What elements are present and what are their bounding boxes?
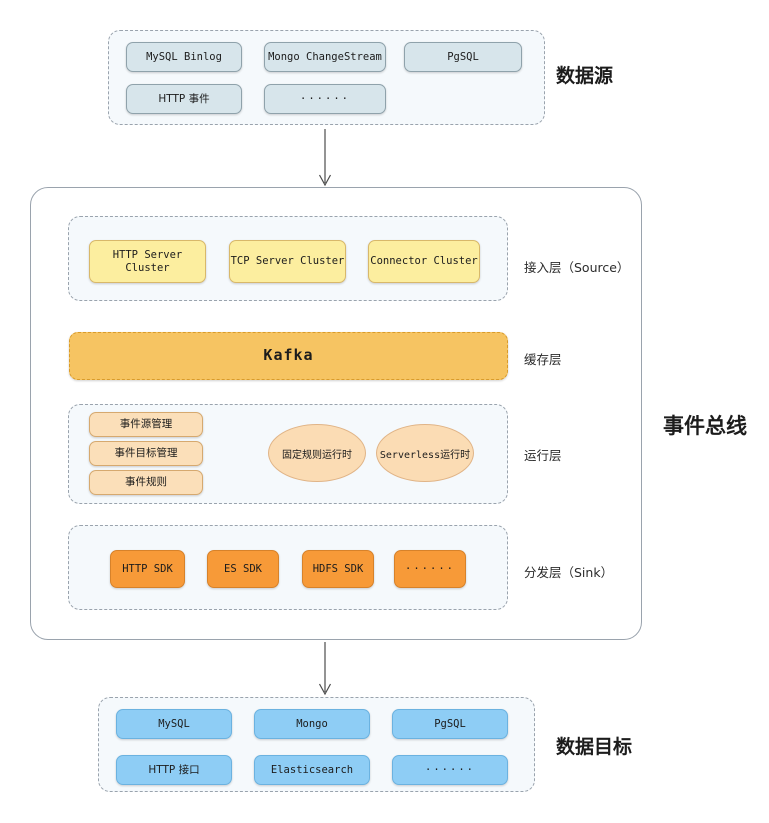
event-bus-title-text: 事件总线 xyxy=(663,414,747,438)
node-label: HTTP SDK xyxy=(122,562,173,575)
data-target-title: 数据目标 xyxy=(556,732,632,759)
flow-arrow-bus-to-target xyxy=(318,642,332,696)
node-label: 固定规则运行时 xyxy=(282,449,352,461)
runtime-item-event-target-mgmt[interactable]: 事件目标管理 xyxy=(89,441,203,466)
node-label: ······ xyxy=(425,763,475,776)
node-label: Mongo xyxy=(296,717,328,730)
node-label: ······ xyxy=(300,92,350,105)
sink-layer-label-text: 分发层（Sink） xyxy=(524,565,614,580)
sink-item-http-sdk[interactable]: HTTP SDK xyxy=(110,550,185,588)
sink-layer-label: 分发层（Sink） xyxy=(524,562,613,581)
node-label: Mongo ChangeStream xyxy=(268,50,382,63)
data-source-item-pgsql[interactable]: PgSQL xyxy=(404,42,522,72)
flow-arrow-source-to-bus xyxy=(318,129,332,187)
runtime-item-event-rule[interactable]: 事件规则 xyxy=(89,470,203,495)
node-label: MySQL xyxy=(158,717,190,730)
node-label: PgSQL xyxy=(447,50,479,63)
runtime-layer-label: 运行层 xyxy=(524,445,562,464)
runtime-ellipse-fixed-rule-runtime[interactable]: 固定规则运行时 xyxy=(268,424,366,482)
node-label: ······ xyxy=(405,562,455,575)
ingress-layer-label: 接入层（Source） xyxy=(524,257,629,276)
ingress-item-tcp-server-cluster[interactable]: TCP Server Cluster xyxy=(229,240,346,283)
node-label: Serverless运行时 xyxy=(379,449,471,461)
runtime-ellipse-serverless-runtime[interactable]: Serverless运行时 xyxy=(376,424,474,482)
runtime-layer-label-text: 运行层 xyxy=(524,448,562,463)
data-source-item-mongo-changestream[interactable]: Mongo ChangeStream xyxy=(264,42,386,72)
node-label: HTTP Server Cluster xyxy=(112,249,183,274)
cache-layer-label: 缓存层 xyxy=(524,349,562,368)
cache-layer-label-text: 缓存层 xyxy=(524,352,562,367)
data-source-item-more[interactable]: ······ xyxy=(264,84,386,114)
data-source-title-text: 数据源 xyxy=(556,65,614,87)
node-label: HTTP 接口 xyxy=(148,763,200,776)
runtime-item-event-source-mgmt[interactable]: 事件源管理 xyxy=(89,412,203,437)
data-source-item-http-event[interactable]: HTTP 事件 xyxy=(126,84,242,114)
ingress-layer-label-text: 接入层（Source） xyxy=(524,260,630,275)
sink-item-more[interactable]: ······ xyxy=(394,550,466,588)
node-label: 事件规则 xyxy=(125,476,167,489)
data-source-item-mysql-binlog[interactable]: MySQL Binlog xyxy=(126,42,242,72)
node-label: HTTP 事件 xyxy=(158,92,210,105)
node-label: 事件目标管理 xyxy=(114,447,178,460)
data-target-item-more[interactable]: ······ xyxy=(392,755,508,785)
data-target-item-http-interface[interactable]: HTTP 接口 xyxy=(116,755,232,785)
data-source-title: 数据源 xyxy=(556,61,613,88)
node-label: ES SDK xyxy=(224,562,262,575)
data-target-item-elasticsearch[interactable]: Elasticsearch xyxy=(254,755,370,785)
data-target-title-text: 数据目标 xyxy=(556,736,633,758)
node-label: TCP Server Cluster xyxy=(230,255,345,268)
node-label: Connector Cluster xyxy=(370,255,478,268)
node-label: Elasticsearch xyxy=(270,763,354,776)
node-label: PgSQL xyxy=(434,717,466,730)
sink-item-es-sdk[interactable]: ES SDK xyxy=(207,550,279,588)
sink-item-hdfs-sdk[interactable]: HDFS SDK xyxy=(302,550,374,588)
node-label: MySQL Binlog xyxy=(146,50,222,63)
data-target-item-pgsql[interactable]: PgSQL xyxy=(392,709,508,739)
data-target-item-mysql[interactable]: MySQL xyxy=(116,709,232,739)
node-label: HDFS SDK xyxy=(312,562,364,575)
node-label: Kafka xyxy=(263,346,314,365)
cache-item-kafka[interactable]: Kafka xyxy=(69,332,508,380)
ingress-item-http-server-cluster[interactable]: HTTP Server Cluster xyxy=(89,240,206,283)
data-target-item-mongo[interactable]: Mongo xyxy=(254,709,370,739)
event-bus-title: 事件总线 xyxy=(663,410,747,440)
ingress-item-connector-cluster[interactable]: Connector Cluster xyxy=(368,240,480,283)
node-label: 事件源管理 xyxy=(119,418,173,431)
